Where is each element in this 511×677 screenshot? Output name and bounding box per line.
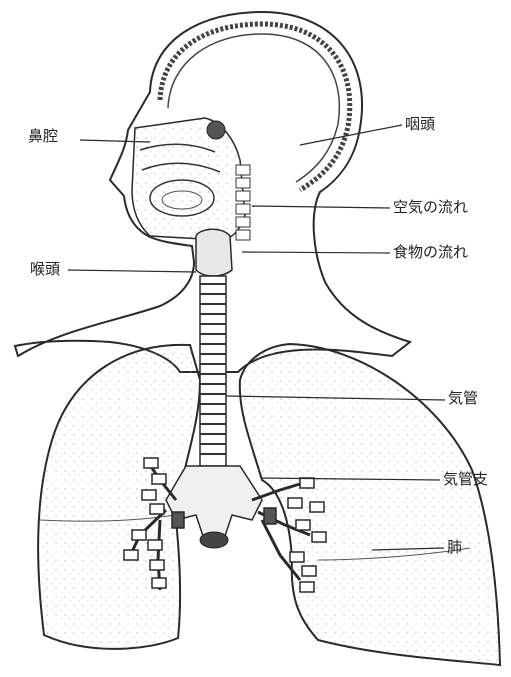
leader-pharynx (300, 125, 402, 145)
label-nasal-cavity: 鼻腔 (28, 129, 58, 144)
leader-airflow (252, 206, 390, 208)
leader-larynx (68, 270, 196, 272)
label-trachea: 気管 (448, 391, 478, 406)
label-food-flow: 食物の流れ (393, 245, 468, 260)
leader-food (242, 252, 390, 253)
label-larynx: 喉頭 (30, 262, 60, 277)
label-bronchus: 気管支 (443, 472, 488, 487)
label-pharynx: 咽頭 (405, 117, 435, 132)
label-airflow: 空気の流れ (393, 200, 468, 215)
label-lung: 肺 (447, 540, 462, 555)
trachea-shape (200, 276, 226, 466)
larynx-shape (196, 229, 232, 276)
nasal-oral-region (132, 118, 245, 240)
